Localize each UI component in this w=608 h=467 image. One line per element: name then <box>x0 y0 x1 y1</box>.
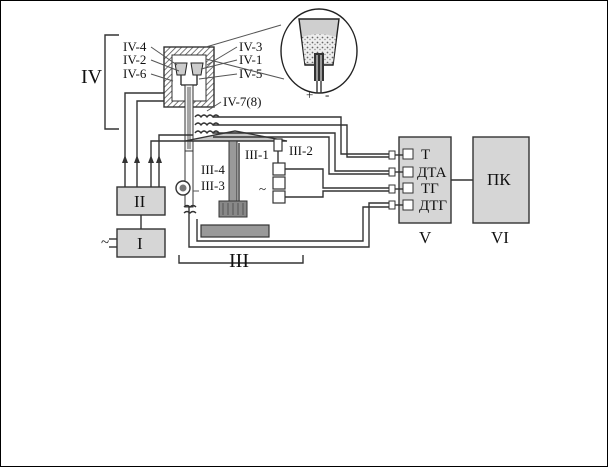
label-iv-2: IV-2 <box>123 52 146 67</box>
box-i-label: I <box>137 234 143 253</box>
label-iv-7-8: IV-7(8) <box>223 94 262 109</box>
furnace-coils <box>194 114 220 135</box>
minus-sign: - <box>325 87 329 102</box>
label-iv-4: IV-4 <box>123 39 147 54</box>
ac-supply-symbol: ~ <box>101 235 109 251</box>
box-v-dtg: ДТГ <box>419 198 447 214</box>
label-iv-1: IV-1 <box>239 52 262 67</box>
group-vi-label: VI <box>491 228 509 247</box>
group-v-label: V <box>419 228 432 247</box>
reference-crucible <box>174 62 188 76</box>
sample-crucible <box>190 62 204 76</box>
group-iv-label: IV <box>81 66 103 88</box>
box-vi-label: ПК <box>487 170 511 189</box>
balance-base <box>200 224 270 238</box>
group-iv-bracket <box>104 34 119 130</box>
label-iii-1: III-1 <box>245 147 269 162</box>
ac-sensor-symbol: ~ <box>259 181 266 196</box>
box-ii-label: II <box>134 192 146 211</box>
sensor-iii-2: ~ <box>259 138 286 204</box>
balance-assembly <box>175 130 288 238</box>
signal-wiring <box>188 116 403 248</box>
label-iv-5: IV-5 <box>239 66 262 81</box>
label-iii-3: III-3 <box>201 178 225 193</box>
furnace <box>163 46 215 152</box>
box-vi <box>472 136 530 224</box>
label-iii-2: III-2 <box>289 143 313 158</box>
label-iii-4: III-4 <box>201 162 225 177</box>
box-v-tg: ТГ <box>421 181 439 197</box>
label-iv-6: IV-6 <box>123 66 147 81</box>
group-iii-bracket <box>178 255 304 264</box>
power-leads <box>122 92 193 187</box>
box-v-t: T <box>421 147 430 163</box>
box-v-dta: ДТА <box>417 165 447 181</box>
box-v-inputs <box>402 148 414 211</box>
magnified-crucible-inset: + - <box>280 8 358 102</box>
plus-sign: + <box>306 87 313 102</box>
group-iii-label: III <box>229 250 249 272</box>
box-ii <box>116 186 166 216</box>
label-iv-3: IV-3 <box>239 39 262 54</box>
